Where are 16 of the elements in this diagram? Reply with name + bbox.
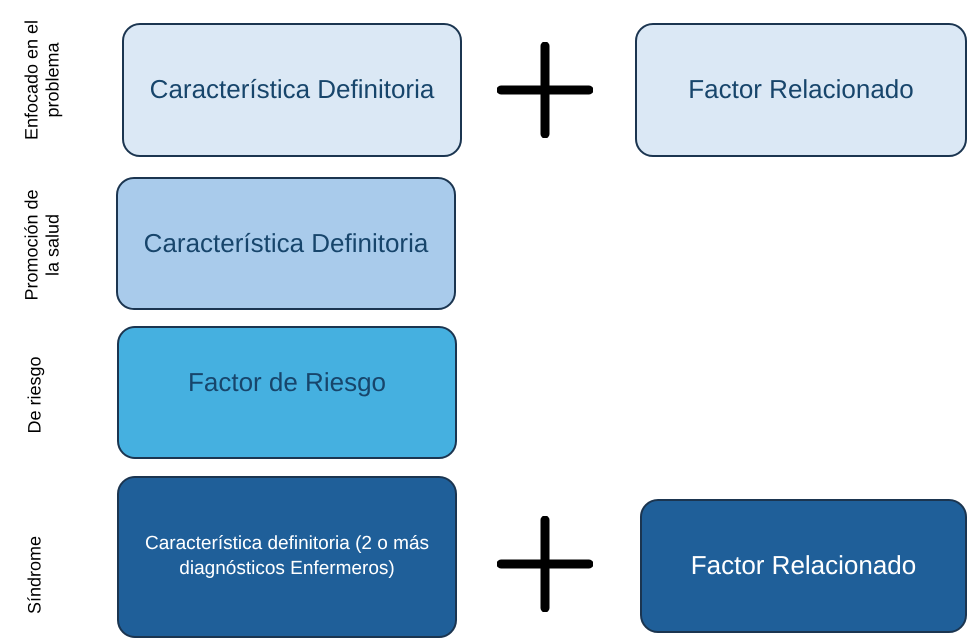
category-box (640, 499, 967, 633)
box-text: Característica Definitoria (150, 73, 434, 106)
row-label: Promoción de la salud (21, 188, 63, 303)
category-box (117, 476, 457, 638)
category-box (635, 23, 967, 157)
row-label: Enfocado en el problema (21, 18, 63, 142)
box-text: Factor Relacionado (688, 73, 914, 106)
row-label: De riesgo (24, 355, 46, 436)
box-text: Característica definitoria (2 o más diagnósticos Enfermeros) (144, 532, 430, 581)
category-box (116, 177, 456, 310)
category-box (122, 23, 462, 157)
box-text: Factor Relacionado (690, 549, 916, 582)
category-box (117, 326, 457, 459)
row-label: Síndrome (24, 534, 46, 616)
box-text: Característica Definitoria (144, 226, 428, 260)
box-text: Factor de Riesgo (188, 366, 386, 399)
